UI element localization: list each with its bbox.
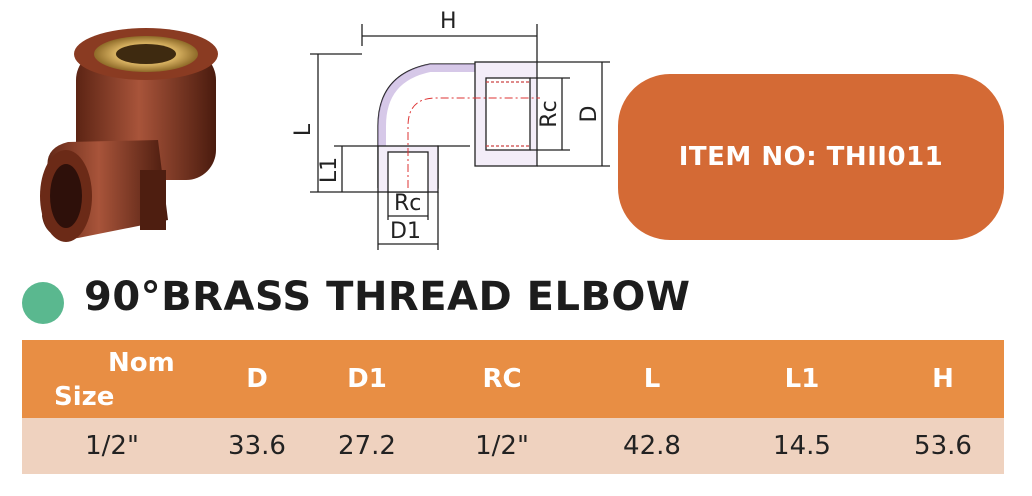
header-h: H [882,340,1004,418]
header-d: D [202,340,312,418]
header-l: L [582,340,722,418]
header-nom-size: Nom Size [22,340,202,418]
header-size: Size [54,382,115,412]
dim-label-l: L [291,123,316,136]
item-number: ITEM NO: THII011 [678,142,944,172]
technical-drawing: H L L1 Rc D Rc D1 [291,9,610,250]
cell-h: 53.6 [882,418,1004,474]
dim-label-rc-bottom: Rc [394,191,421,216]
dim-label-h: H [440,9,457,34]
product-title: 90°BRASS THREAD ELBOW [84,274,691,320]
cell-d1: 27.2 [312,418,422,474]
cell-nom-size: 1/2" [22,418,202,474]
cell-l: 42.8 [582,418,722,474]
dim-label-l1: L1 [317,157,342,183]
header-l1: L1 [722,340,882,418]
product-photo [40,28,218,242]
cell-rc: 1/2" [422,418,582,474]
item-number-box: ITEM NO: THII011 [618,74,1004,240]
dim-label-rc-right: Rc [537,100,562,127]
cell-d: 33.6 [202,418,312,474]
cell-l1: 14.5 [722,418,882,474]
dim-label-d1: D1 [390,219,421,244]
header-d1: D1 [312,340,422,418]
spec-table: Nom Size D D1 RC L L1 H 1/2" 33.6 27.2 1… [22,340,1004,474]
bullet-dot [22,282,64,324]
table-row: 1/2" 33.6 27.2 1/2" 42.8 14.5 53.6 [22,418,1004,474]
header-nom: Nom [108,348,175,378]
header-rc: RC [422,340,582,418]
dim-label-d: D [577,106,602,123]
table-header-row: Nom Size D D1 RC L L1 H [22,340,1004,418]
